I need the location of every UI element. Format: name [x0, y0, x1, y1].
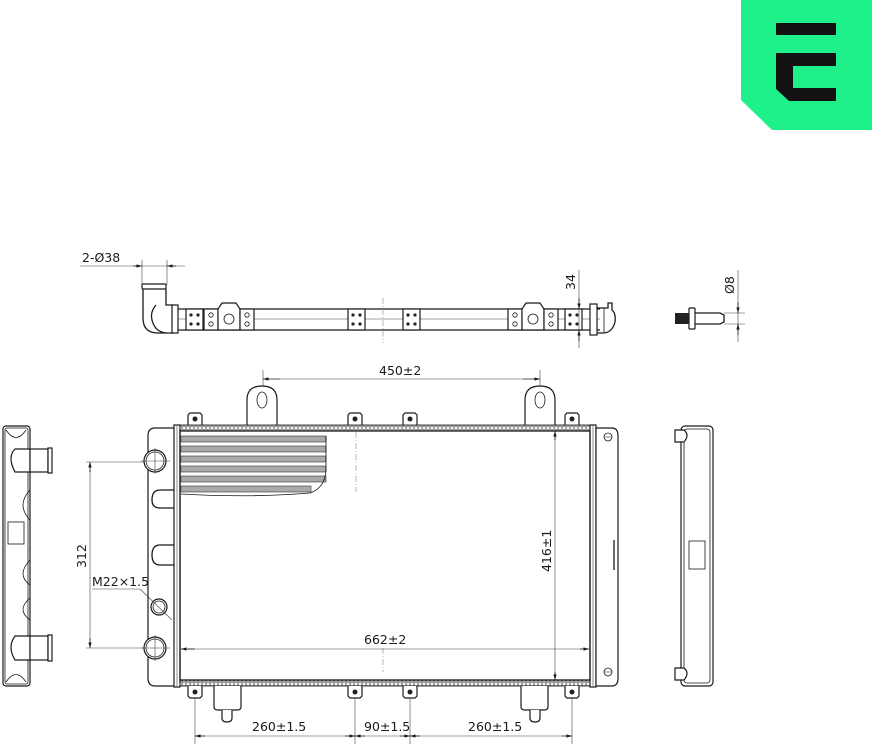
top-clips — [187, 412, 580, 425]
dim-bottom-center: 90±1.5 — [364, 719, 410, 734]
core-fins — [180, 435, 327, 497]
dim-inlet-diameter: 2-Ø38 — [82, 250, 120, 265]
front-view: 450±2 — [74, 363, 619, 744]
dim-drain-thread: M22×1.5 — [92, 574, 149, 589]
dim-port-spacing: 312 — [74, 544, 89, 568]
top-bracket-group-left — [185, 302, 255, 331]
dim-plug-diameter: Ø8 — [722, 276, 737, 294]
dim-top-depth: 34 — [563, 274, 578, 290]
brand-logo — [741, 0, 872, 130]
bottom-clips — [187, 686, 580, 723]
dim-core-height: 416±1 — [539, 530, 554, 572]
dim-bottom-right: 260±1.5 — [468, 719, 522, 734]
dim-mount-spacing: 450±2 — [379, 363, 421, 378]
drain-plug-detail: Ø8 — [675, 270, 745, 342]
left-tank-side-view — [2, 425, 53, 687]
dim-core-width: 662±2 — [364, 632, 406, 647]
top-bracket-group-right — [507, 302, 583, 331]
dim-bottom-left: 260±1.5 — [252, 719, 306, 734]
right-tank-side-view — [674, 425, 714, 687]
top-view: 2-Ø38 — [80, 250, 616, 348]
